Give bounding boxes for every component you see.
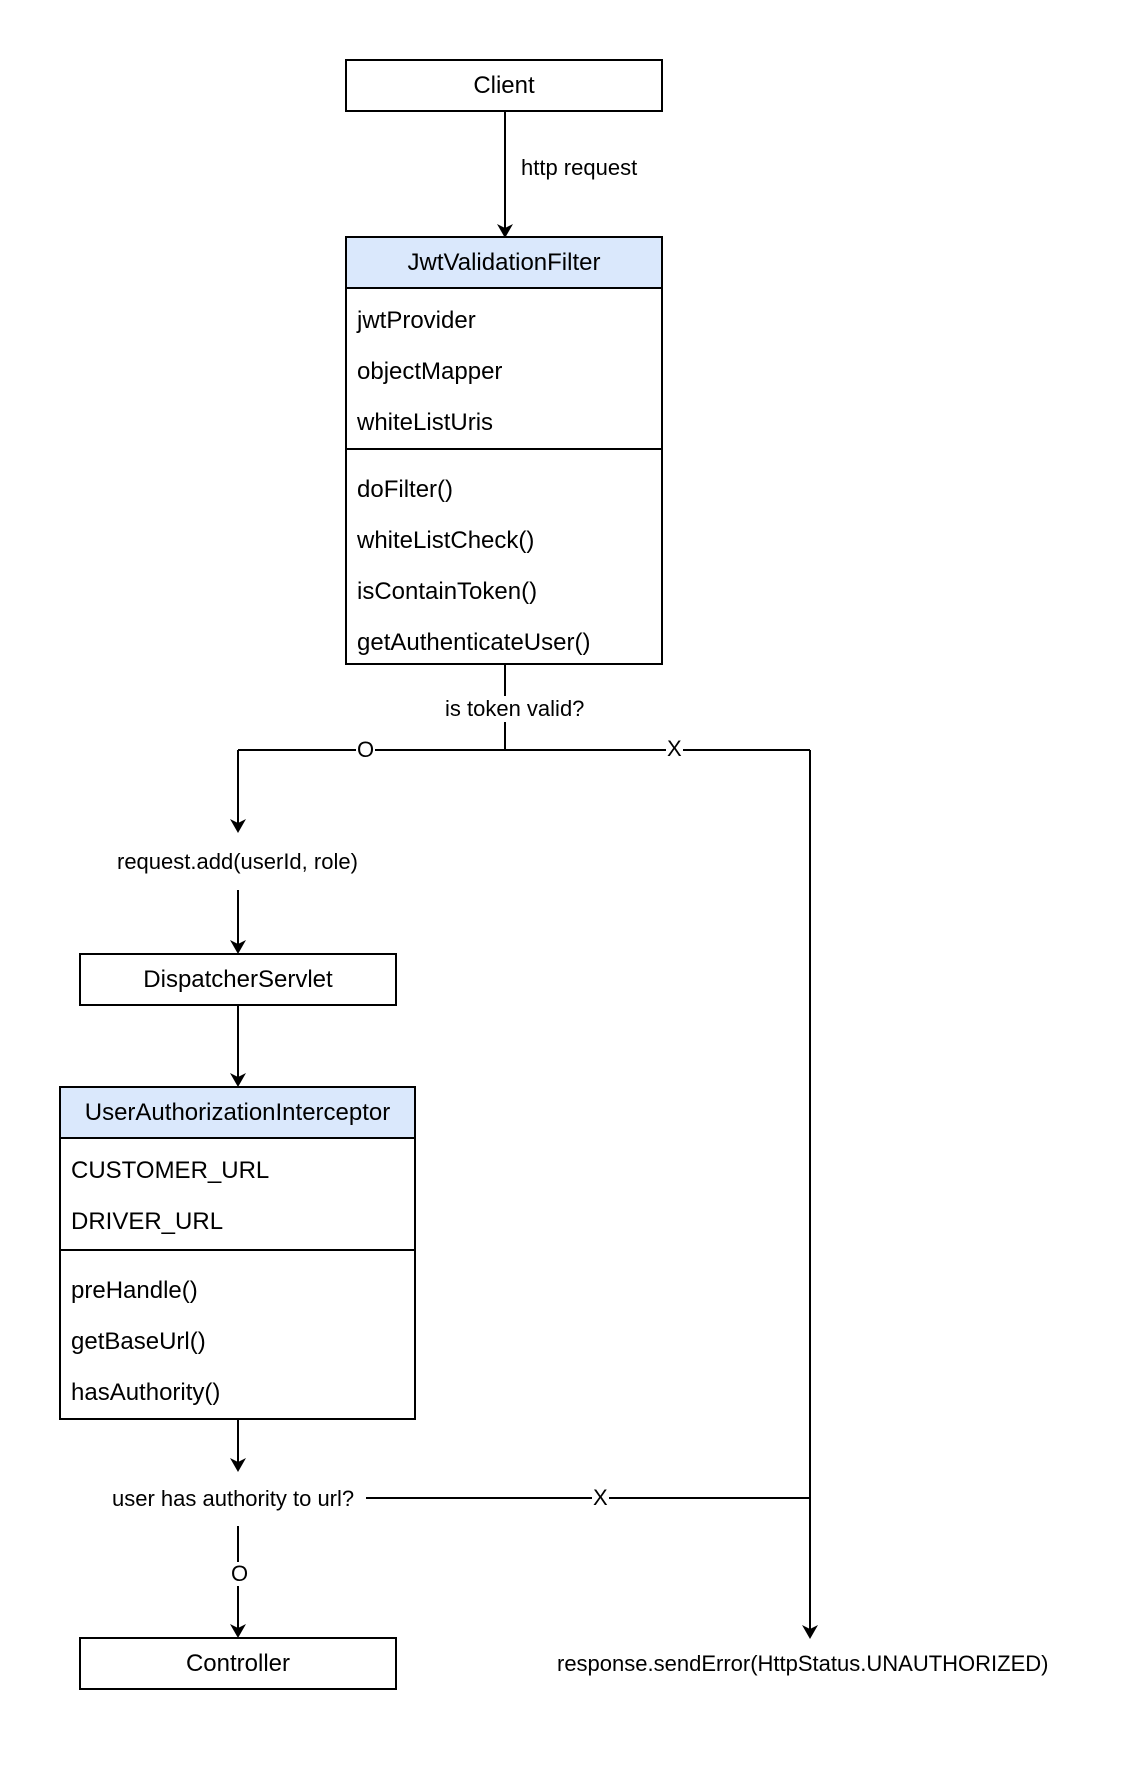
yes-mark-authority: O: [230, 1561, 250, 1586]
no-mark-authority: X: [592, 1485, 609, 1510]
jwt-filter-title: JwtValidationFilter: [347, 238, 661, 289]
controller-label: Controller: [185, 1649, 291, 1677]
edge-label-token-valid: is token valid?: [443, 696, 587, 722]
jwt-filter-attr-jwt-provider: jwtProvider: [357, 307, 476, 334]
interceptor-method-pre-handle: preHandle(): [71, 1277, 198, 1304]
controller-node: Controller: [79, 1637, 397, 1690]
interceptor-attr-driver-url: DRIVER_URL: [71, 1208, 224, 1235]
authority-check-node: user has authority to url?: [112, 1486, 363, 1512]
interceptor-methods: preHandle() getBaseUrl() hasAuthority(): [61, 1251, 414, 1428]
jwt-filter-method-white-list-check: whiteListCheck(): [357, 527, 535, 554]
jwt-filter-method-is-contain-token: isContainToken(): [357, 578, 538, 605]
client-label: Client: [473, 71, 535, 99]
interceptor-method-has-authority: hasAuthority(): [71, 1379, 221, 1406]
dispatcher-servlet-label: DispatcherServlet: [143, 965, 333, 993]
dispatcher-servlet-node: DispatcherServlet: [79, 953, 397, 1006]
jwt-filter-method-do-filter: doFilter(): [357, 476, 454, 503]
interceptor-title: UserAuthorizationInterceptor: [61, 1088, 414, 1139]
yes-mark-token: O: [356, 737, 376, 762]
interceptor-attributes: CUSTOMER_URL DRIVER_URL: [61, 1139, 414, 1251]
client-node: Client: [345, 59, 663, 112]
jwt-filter-attributes: jwtProvider objectMapper whiteListUris: [347, 289, 661, 450]
no-mark-token: X: [666, 736, 683, 761]
jwt-filter-attr-white-list-uris: whiteListUris: [357, 409, 494, 436]
jwt-filter-methods: doFilter() whiteListCheck() isContainTok…: [347, 450, 661, 678]
interceptor-attr-customer-url: CUSTOMER_URL: [71, 1157, 270, 1184]
jwt-filter-method-get-authenticate-user: getAuthenticateUser(): [357, 629, 591, 656]
interceptor-method-get-base-url: getBaseUrl(): [71, 1328, 206, 1355]
user-authorization-interceptor-class: UserAuthorizationInterceptor CUSTOMER_UR…: [59, 1086, 416, 1420]
edge-label-http-request: http request: [521, 155, 638, 181]
jwt-filter-attr-object-mapper: objectMapper: [357, 358, 503, 385]
request-add-node: request.add(userId, role): [117, 849, 358, 875]
send-error-node: response.sendError(HttpStatus.UNAUTHORIZ…: [557, 1651, 1049, 1677]
jwt-validation-filter-class: JwtValidationFilter jwtProvider objectMa…: [345, 236, 663, 665]
